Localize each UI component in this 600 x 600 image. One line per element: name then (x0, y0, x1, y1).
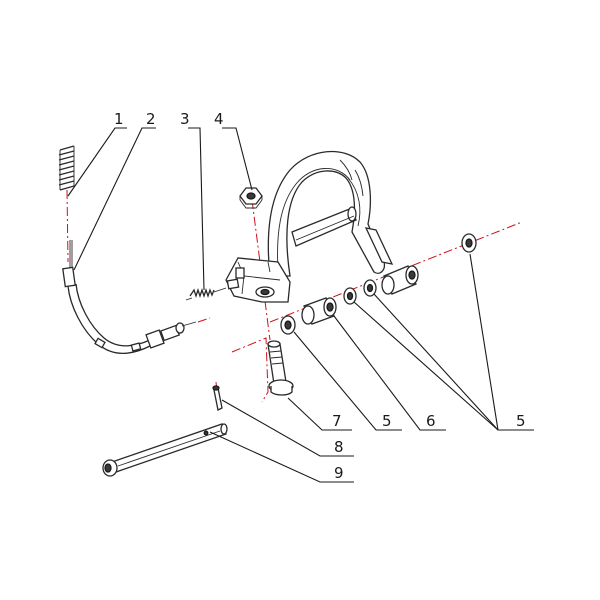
compression-spring (58, 145, 75, 191)
leader-9 (209, 431, 354, 483)
leader-5b-a (353, 301, 534, 431)
callout-4: 4 (214, 110, 224, 128)
leader-lines (67, 127, 534, 483)
leader-4 (222, 127, 253, 191)
callout-5-left: 5 (382, 412, 392, 430)
leader-2 (73, 127, 156, 271)
leader-7 (287, 397, 352, 431)
hex-nut (239, 187, 263, 209)
leader-1 (67, 127, 127, 197)
leader-3 (188, 127, 205, 291)
leader-5a (293, 331, 402, 431)
sleeve-bushing-right (381, 265, 419, 295)
washer-far-right (461, 233, 477, 253)
tension-spring (185, 287, 227, 301)
split-pin (212, 385, 223, 411)
washer-mid-2 (363, 279, 377, 297)
flange-bolt (267, 340, 294, 396)
control-cable (62, 240, 197, 354)
washer-left (280, 315, 296, 335)
callout-3: 3 (180, 110, 190, 128)
callout-5-right: 5 (516, 412, 526, 430)
callout-8: 8 (334, 438, 344, 456)
leader-5b-b (373, 293, 499, 431)
leader-5b-c (469, 253, 499, 431)
callout-2: 2 (146, 110, 156, 128)
leader-6 (333, 315, 446, 431)
callout-6: 6 (426, 412, 436, 430)
callout-1: 1 (114, 110, 124, 128)
spacer-bushing (301, 297, 337, 325)
centerlines (66, 189, 523, 403)
handle-u-bar (267, 150, 394, 277)
callout-7: 7 (332, 412, 342, 430)
axle-shaft (102, 423, 228, 477)
callout-labels: 1 2 3 4 7 5 6 5 8 9 (114, 110, 526, 482)
leader-8 (221, 399, 354, 457)
mount-bracket (225, 257, 291, 303)
callout-9: 9 (334, 464, 344, 482)
washer-mid-1 (343, 287, 357, 305)
